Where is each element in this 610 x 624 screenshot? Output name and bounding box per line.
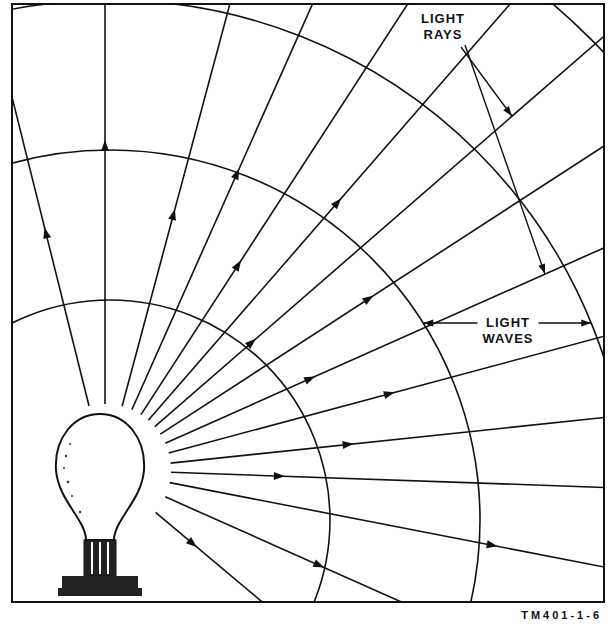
leader-arrowhead	[423, 320, 433, 327]
glass-speck	[69, 443, 71, 445]
ray-arrowhead	[231, 167, 243, 180]
ray-arrowhead	[274, 472, 285, 480]
light-ray	[170, 483, 604, 602]
light-ray	[155, 4, 604, 427]
ray-line	[141, 4, 604, 415]
ray-arrowhead	[331, 196, 344, 210]
glass-speck	[63, 467, 65, 469]
light-ray	[132, 4, 512, 410]
ray-line	[160, 4, 604, 434]
ray-line	[132, 4, 512, 410]
light-ray	[160, 4, 604, 434]
light-ray	[171, 365, 604, 463]
ray-line	[148, 4, 604, 420]
ray-arrowhead	[232, 258, 245, 272]
ray-arrowhead	[245, 336, 259, 349]
light-ray	[101, 4, 109, 404]
ray-line	[156, 512, 604, 602]
ray-arrowhead	[342, 440, 354, 449]
ray-line	[104, 4, 106, 404]
light-ray	[12, 4, 89, 406]
ray-arrowhead	[41, 226, 51, 239]
light-ray	[122, 4, 364, 406]
base-thread	[91, 542, 93, 574]
ray-line	[122, 4, 364, 406]
leader-arrowhead	[503, 106, 515, 118]
base-thread	[107, 542, 109, 574]
ray-arrowhead	[362, 292, 376, 305]
bulb-base	[84, 540, 116, 576]
ray-line	[155, 4, 604, 427]
figure-number: TM401-1-6	[519, 606, 604, 624]
light-wave	[12, 4, 604, 602]
ray-arrowhead	[101, 140, 109, 151]
ray-arrowhead	[168, 208, 179, 221]
ray-line	[170, 483, 604, 602]
bulb-globe	[56, 414, 144, 540]
ray-line	[169, 211, 604, 453]
light-ray	[141, 4, 604, 415]
ray-arrowhead	[186, 537, 200, 550]
ray-arrowhead	[383, 388, 396, 399]
light-ray	[169, 211, 604, 453]
leader-arrowhead	[581, 320, 591, 327]
frame	[12, 4, 604, 602]
ray-line	[171, 365, 604, 463]
socket-plinth	[58, 588, 142, 596]
glass-speck	[67, 481, 70, 484]
glass-speck	[79, 511, 81, 513]
base-thread	[99, 542, 101, 574]
leader-arrowhead	[538, 264, 548, 276]
ray-line	[171, 472, 604, 505]
ray-arrowhead	[303, 373, 316, 385]
socket	[62, 576, 138, 588]
ray-arrowhead	[486, 540, 498, 550]
light-ray	[171, 472, 604, 505]
light-ray	[156, 512, 604, 602]
part-label: LIGHT RAYS	[419, 10, 467, 44]
light-bulb	[56, 414, 144, 596]
ray-arrowhead	[313, 559, 326, 571]
leader-line	[465, 45, 545, 274]
glass-speck	[65, 455, 67, 457]
ray-line	[165, 497, 604, 602]
light-ray	[148, 4, 604, 420]
glass-speck	[71, 495, 73, 497]
ray-line	[12, 4, 89, 406]
light-wave	[12, 4, 604, 602]
part-label: LIGHT WAVES	[481, 314, 536, 348]
light-ray	[165, 497, 604, 602]
